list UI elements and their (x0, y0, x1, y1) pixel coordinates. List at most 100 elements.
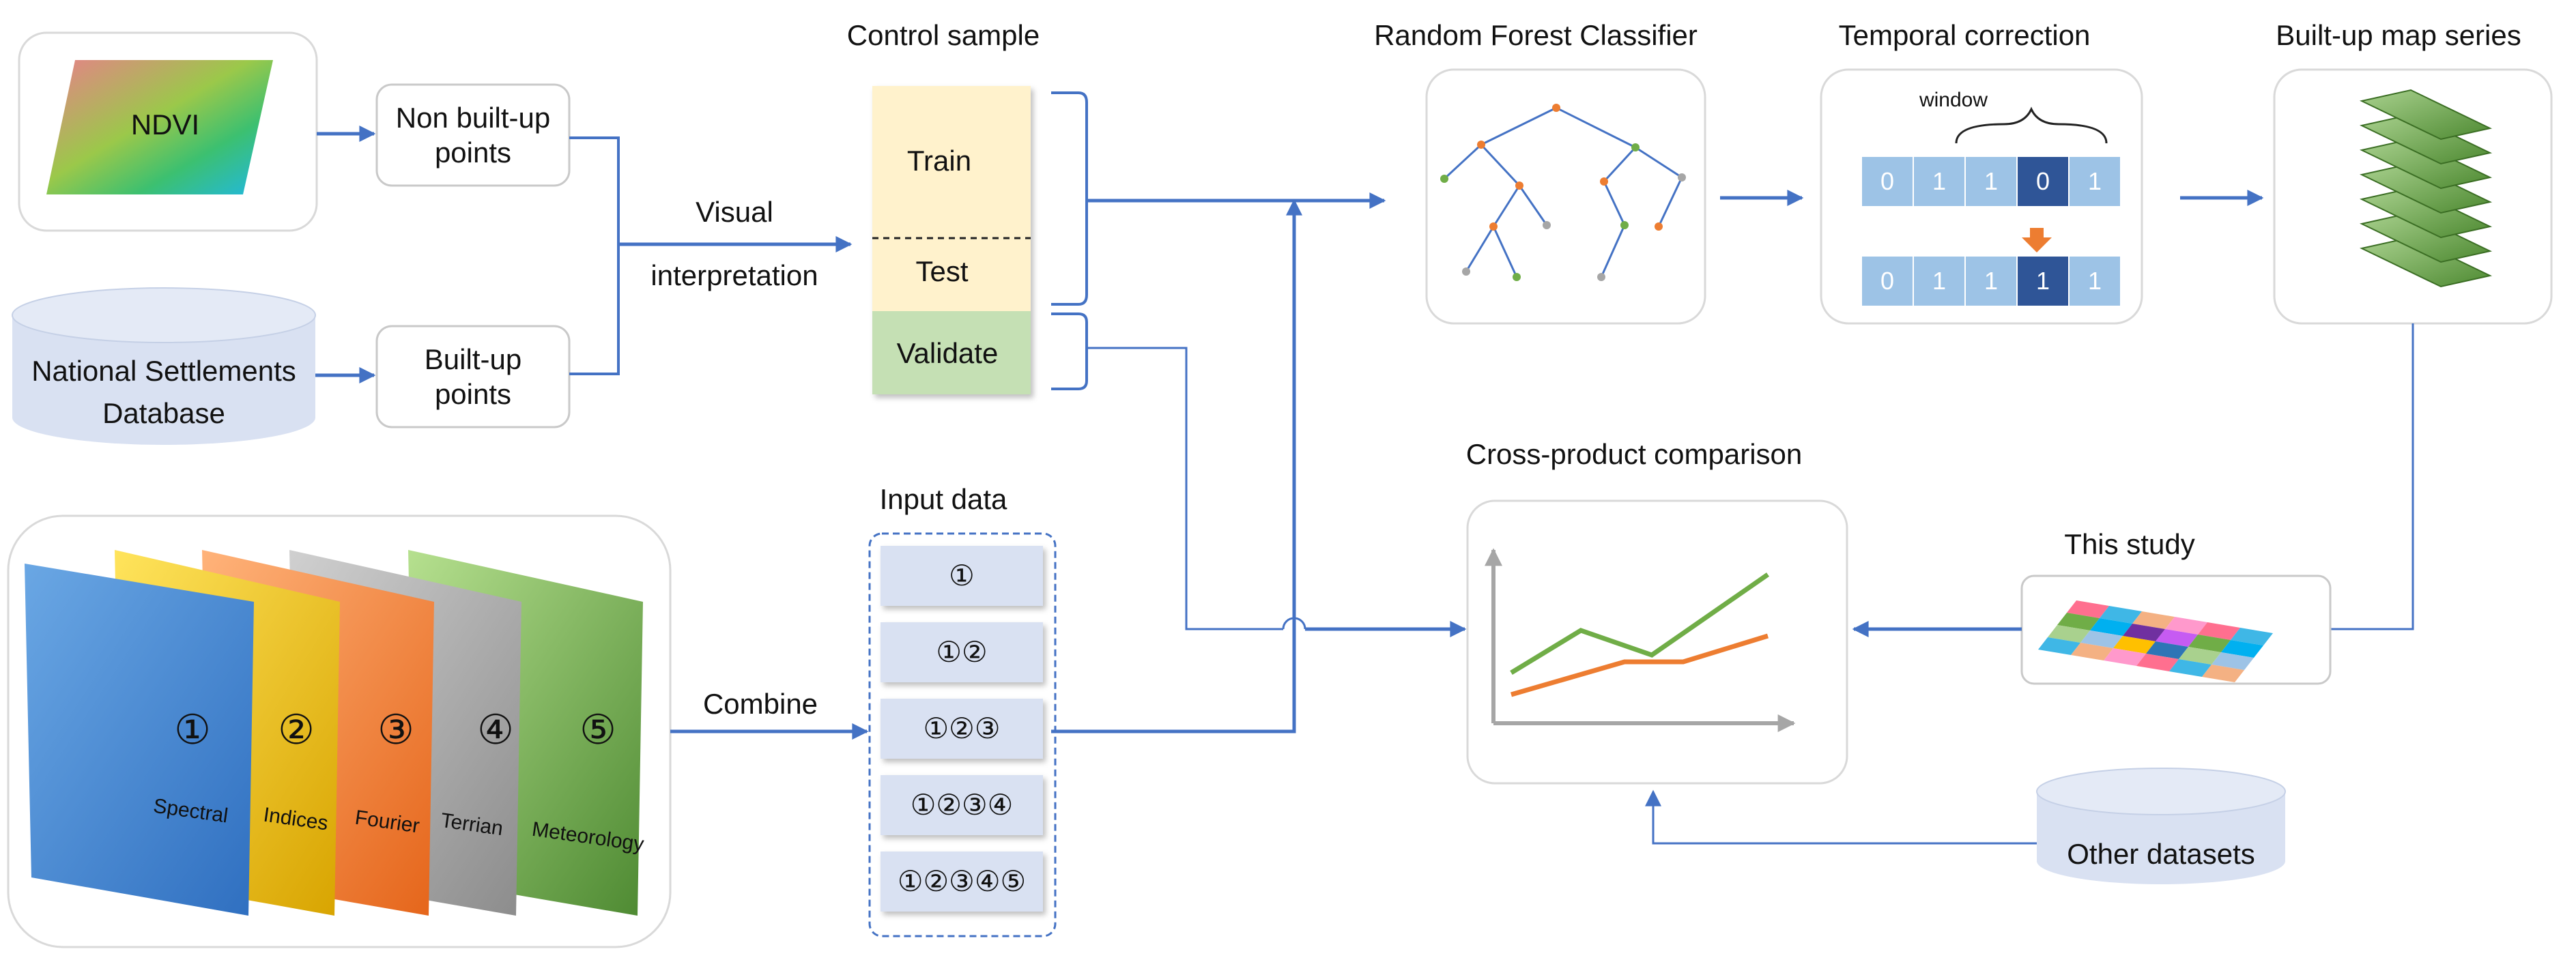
input-combination-label: ①②③ (924, 712, 1001, 744)
non-built-up-line1: Non built-up (396, 102, 550, 134)
input-combination-label: ① (949, 559, 975, 592)
built-up-line2: points (435, 378, 511, 410)
map-tile (2156, 629, 2198, 647)
map-tile (2221, 640, 2263, 658)
feature-layer-number: ① (174, 707, 211, 753)
this-study-label: This study (2064, 528, 2194, 560)
correction-down-arrow-icon (2022, 228, 2052, 252)
sequence-cell (1966, 157, 2016, 206)
train-test-bracket (1051, 91, 1088, 306)
map-tile (2080, 630, 2123, 648)
sequence-cell-value: 1 (2036, 267, 2050, 295)
feature-layer-number: ② (278, 707, 315, 753)
series-to-this-study-connector (2330, 323, 2414, 630)
window-label: window (1919, 89, 1988, 111)
sequence-cell-value: 0 (1880, 267, 1894, 295)
national-settlements-database: National Settlements Database (12, 287, 316, 445)
points-merge-bracket (569, 136, 620, 375)
window-brace (1955, 106, 2108, 144)
sequence-cell (1914, 257, 1964, 306)
sequence-cell (1966, 257, 2016, 306)
input-combination-box (881, 775, 1043, 835)
map-tile (2231, 628, 2273, 645)
non-built-up-line2: points (435, 136, 511, 169)
input-combination-label: ①②③④ (911, 789, 1014, 821)
map-tile (2048, 625, 2090, 643)
ndvi-panel: NDVI (18, 31, 318, 232)
validate-label: Validate (897, 337, 999, 369)
map-tile (2136, 654, 2179, 671)
comparison-chart-icon (1485, 548, 1796, 732)
other-datasets-database: Other datasets (2036, 768, 2286, 884)
map-layer (2359, 236, 2493, 288)
ndvi-label: NDVI (131, 108, 199, 141)
arrow-input-to-rf (1051, 199, 1302, 733)
validate-block (872, 311, 1031, 394)
decision-tree-icon (1443, 106, 1683, 278)
map-layer (2359, 187, 2493, 239)
feature-layer (25, 564, 254, 916)
control-sample-title: Control sample (847, 19, 1040, 51)
map-tile (2104, 648, 2146, 666)
test-label: Test (915, 255, 968, 287)
non-built-up-points-box: Non built-up points (375, 83, 571, 187)
map-tile (2071, 643, 2113, 660)
map-tile (2165, 617, 2207, 635)
input-combination-label: ①②③④⑤ (898, 865, 1026, 897)
validate-connector (1087, 347, 1283, 630)
feature-layer-number: ⑤ (579, 707, 616, 753)
built-up-points-box: Built-up points (375, 325, 571, 428)
map-tile (2132, 611, 2175, 629)
sequence-cell (1914, 157, 1964, 206)
map-tile (2169, 659, 2212, 677)
rf-panel (1425, 68, 1706, 325)
map-tile (2188, 635, 2231, 652)
map-tile (2090, 618, 2132, 636)
arrow-other-to-comparison (1645, 789, 2037, 845)
sequence-cell-value: 1 (2088, 167, 2102, 195)
map-layer (2359, 89, 2493, 141)
map-tile (2179, 647, 2221, 665)
ndvi-image (46, 60, 273, 194)
validate-bracket (1051, 312, 1088, 390)
sequence-cell-value: 1 (1984, 267, 1998, 295)
train-label: Train (907, 145, 971, 177)
sequence-cell (1862, 157, 1913, 206)
chart-orange-line (1511, 633, 1769, 697)
built-up-line1: Built-up (425, 343, 521, 375)
map-tile (2067, 600, 2109, 618)
train-test-block (872, 86, 1031, 311)
map-layer-stack-icon (2359, 89, 2493, 288)
map-layer (2359, 212, 2493, 263)
map-layer (2359, 113, 2493, 165)
sequence-cell-value: 0 (1880, 167, 1894, 195)
map-tile (2146, 641, 2188, 659)
input-combination-box (881, 546, 1043, 606)
feature-layers: ①Spectral②Indices③Fourier④Terrian⑤Meteor… (25, 550, 645, 916)
map-tile (2123, 624, 2165, 641)
map-tile (2212, 652, 2254, 670)
visual-interpretation-line1: Visual (696, 196, 773, 228)
sequence-cell-value: 1 (1932, 167, 1946, 195)
input-combination-box (881, 852, 1043, 912)
input-data-title: Input data (880, 483, 1007, 515)
sequence-cell-value: 1 (2088, 267, 2102, 295)
builtup-series-title: Built-up map series (2276, 19, 2521, 51)
input-combination-box (881, 699, 1043, 759)
nsd-line1: National Settlements (31, 355, 296, 387)
this-study-map-icon (2038, 600, 2273, 682)
rf-title: Random Forest Classifier (1374, 19, 1698, 51)
chart-green-line (1510, 572, 1769, 675)
map-layer (2359, 162, 2493, 214)
sequence-cell (2070, 157, 2120, 206)
map-tile (2113, 636, 2156, 654)
tree-nodes (1440, 104, 1686, 281)
map-tile (2198, 622, 2240, 640)
map-tile (2038, 637, 2080, 655)
map-tile (2100, 606, 2142, 624)
input-data-box (868, 532, 1057, 937)
